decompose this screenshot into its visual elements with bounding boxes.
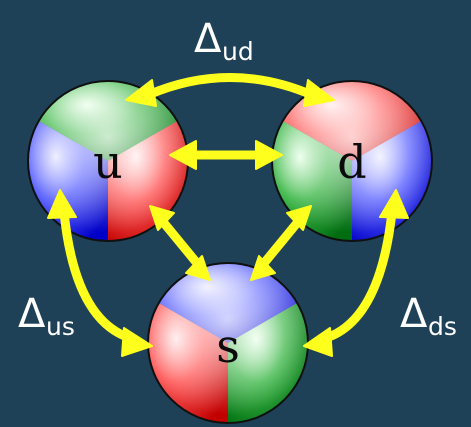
quark-s: s [147, 262, 309, 424]
delta-ds-symbol: Δ [400, 291, 428, 337]
delta-ud-subscript: ud [222, 37, 254, 66]
quark-s-label: s [216, 319, 240, 373]
delta-ud-symbol: Δ [194, 16, 222, 62]
arrow-us-curved [47, 189, 153, 357]
arrow-ud-straight [169, 140, 283, 170]
delta-ds-subscript: ds [428, 312, 457, 341]
arrow-ds-curved [303, 189, 409, 357]
delta-ds-label: Δ ds [400, 291, 457, 341]
delta-us-label: Δ us [18, 291, 75, 341]
delta-us-subscript: us [46, 312, 75, 341]
arrow-ds-straight [250, 205, 312, 281]
delta-ud-label: Δ ud [194, 16, 254, 66]
delta-us-symbol: Δ [18, 291, 46, 337]
quark-d-label: d [337, 135, 366, 189]
arrow-us-straight [149, 205, 211, 281]
pairing-arrows [47, 73, 409, 357]
arrow-ud-curved [125, 73, 335, 107]
quark-u-label: u [93, 135, 123, 189]
